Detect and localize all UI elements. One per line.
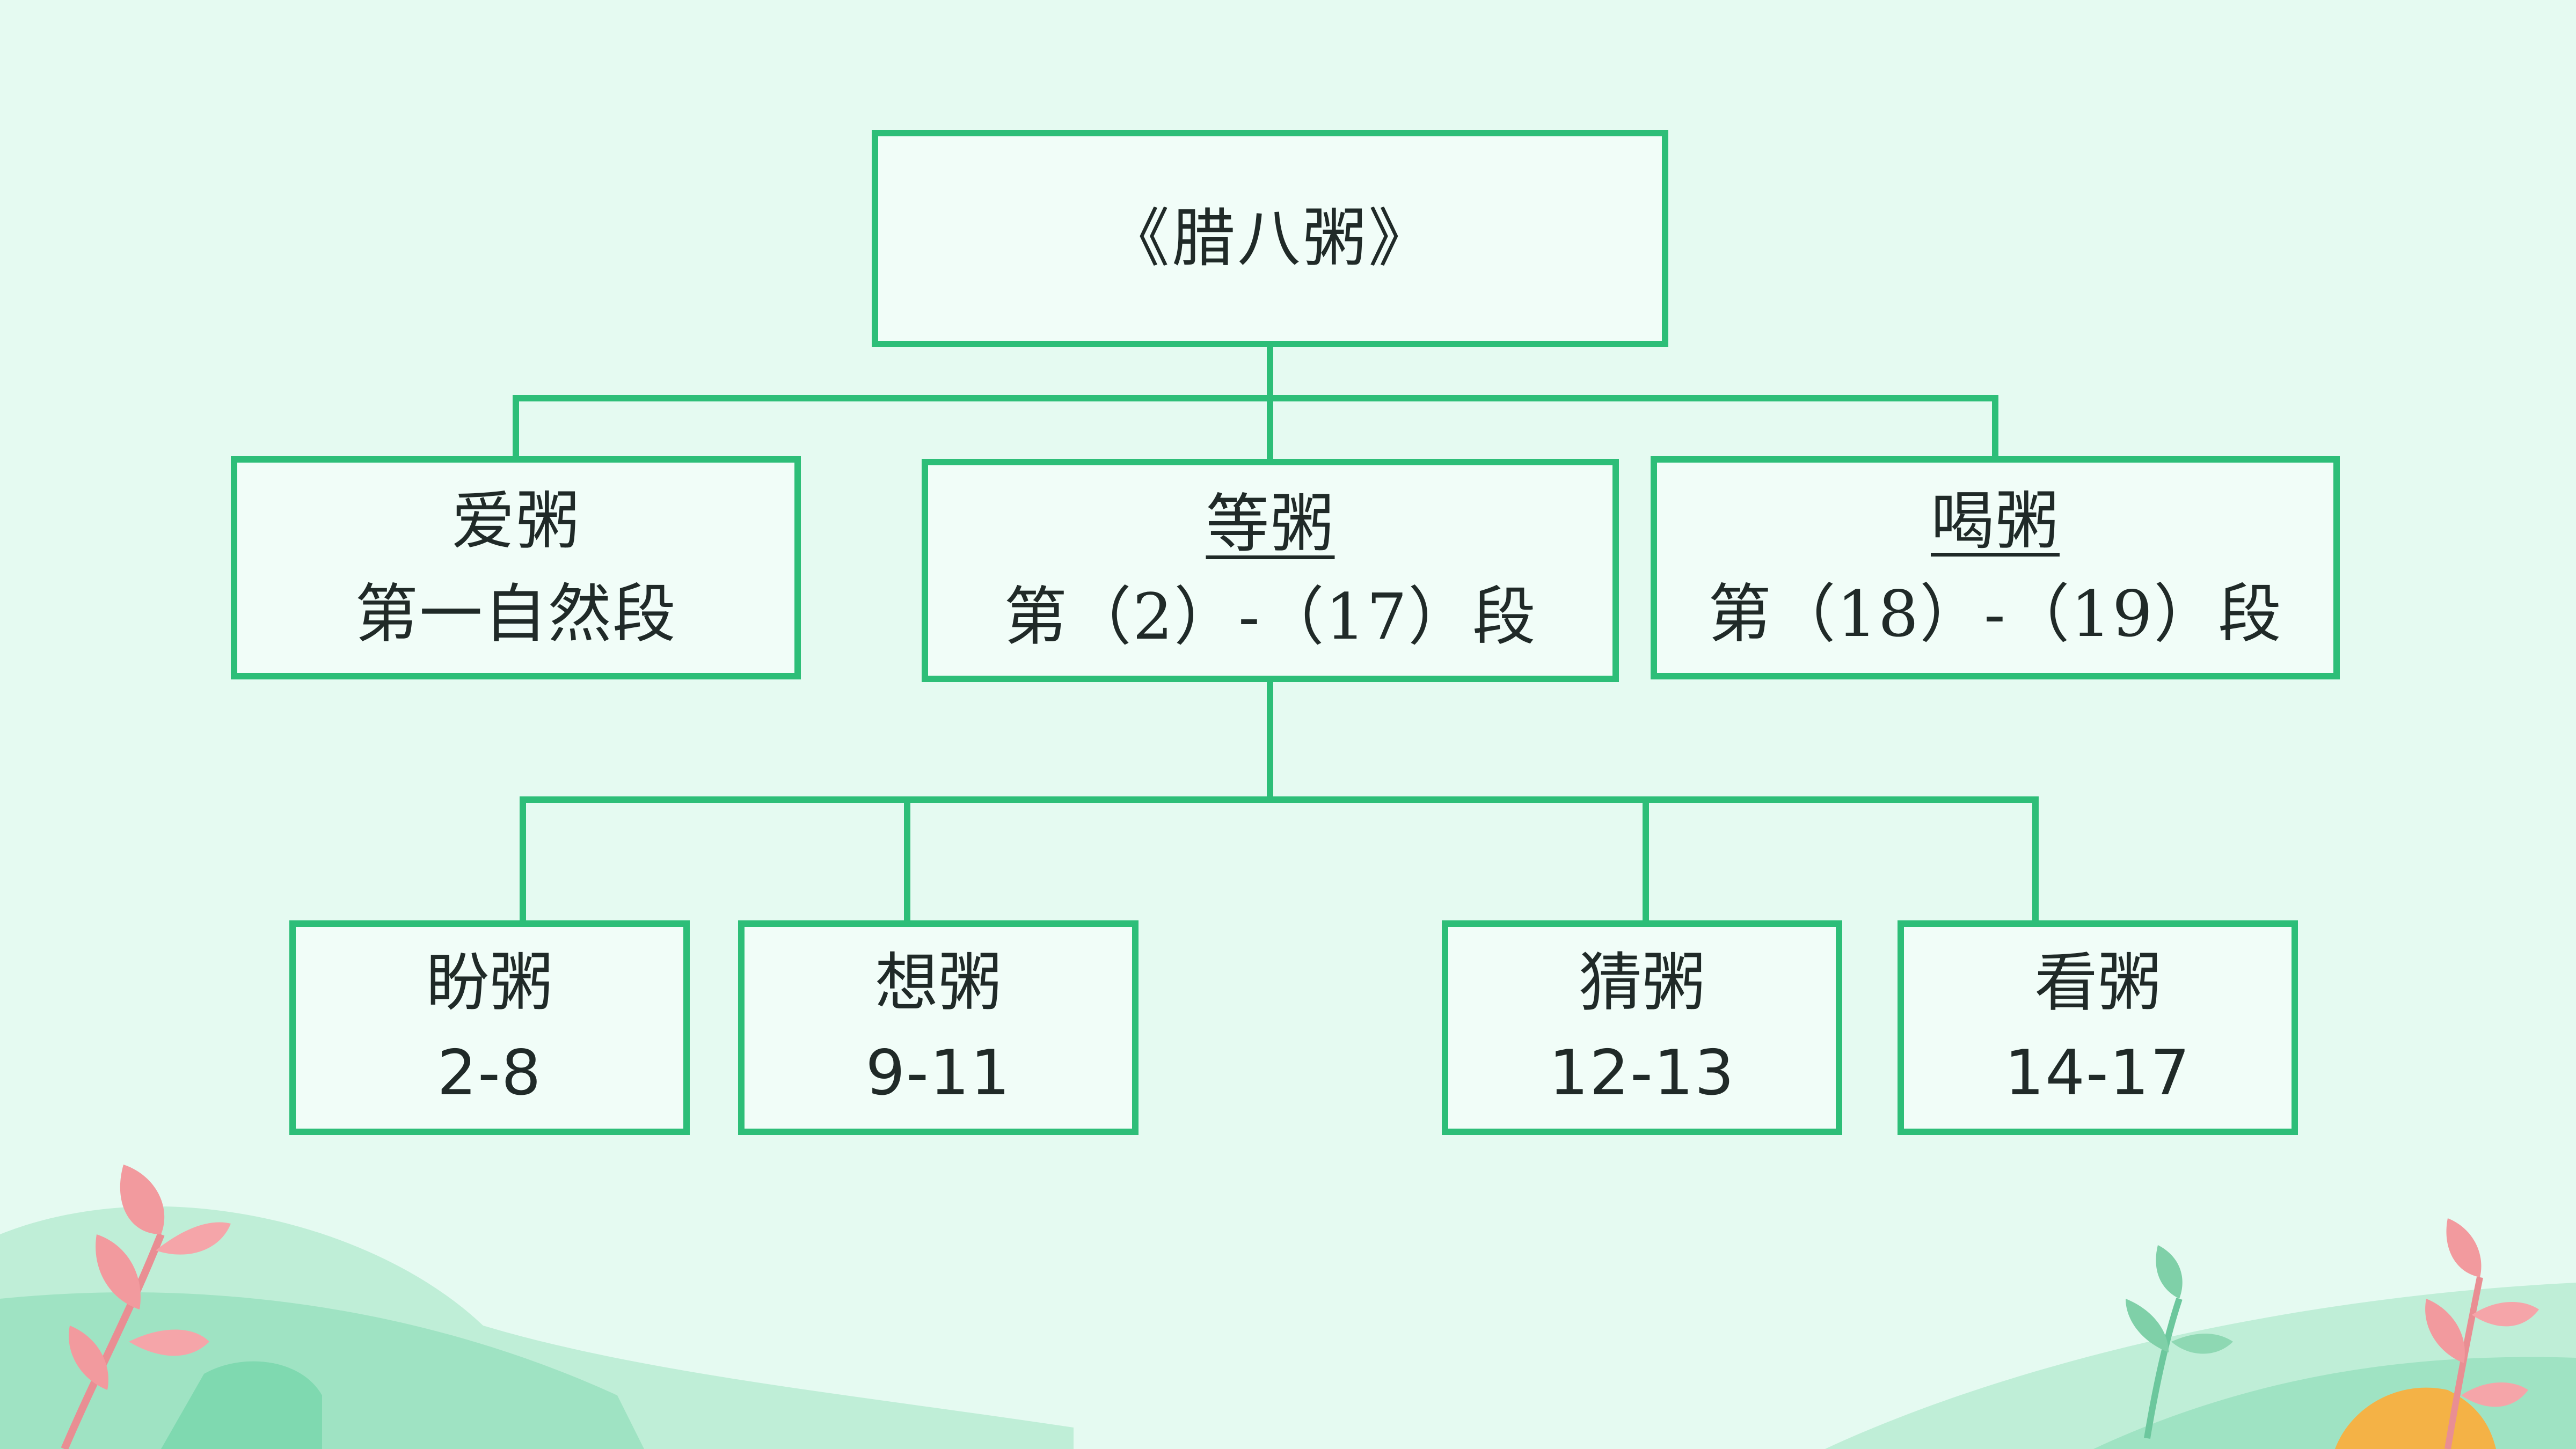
subsection-heading: 盼粥 [426,946,553,1020]
section-heading: 等粥 [1206,486,1335,561]
subsection-box-pan-zhou: 盼粥 2-8 [289,920,690,1135]
section-box-ai-zhou: 爱粥 第一自然段 [231,456,801,679]
subsection-heading: 想粥 [874,946,1002,1020]
root-title-box: 《腊八粥》 [872,130,1668,347]
subsection-range: 12-13 [1549,1036,1735,1109]
leaf-icon [61,1165,2539,1449]
section-heading: 喝粥 [1930,484,2060,558]
section-box-deng-zhou: 等粥 第（2）-（17）段 [922,459,1619,682]
subsection-box-kan-zhou: 看粥 14-17 [1898,920,2298,1135]
subsection-range: 14-17 [2004,1036,2191,1109]
subsection-heading: 猜粥 [1578,946,1705,1020]
root-title: 《腊八粥》 [1106,201,1434,275]
subsection-range: 9-11 [865,1036,1011,1109]
section-heading: 爱粥 [451,484,580,558]
subsection-box-cai-zhou: 猜粥 12-13 [1442,920,1842,1135]
section-range: 第（18）-（19）段 [1707,576,2283,651]
subsection-range: 2-8 [437,1036,542,1109]
section-range: 第一自然段 [354,576,677,651]
section-box-he-zhou: 喝粥 第（18）-（19）段 [1651,456,2340,679]
subsection-box-xiang-zhou: 想粥 9-11 [738,920,1139,1135]
section-range: 第（2）-（17）段 [1003,579,1537,654]
subsection-heading: 看粥 [2034,946,2161,1020]
